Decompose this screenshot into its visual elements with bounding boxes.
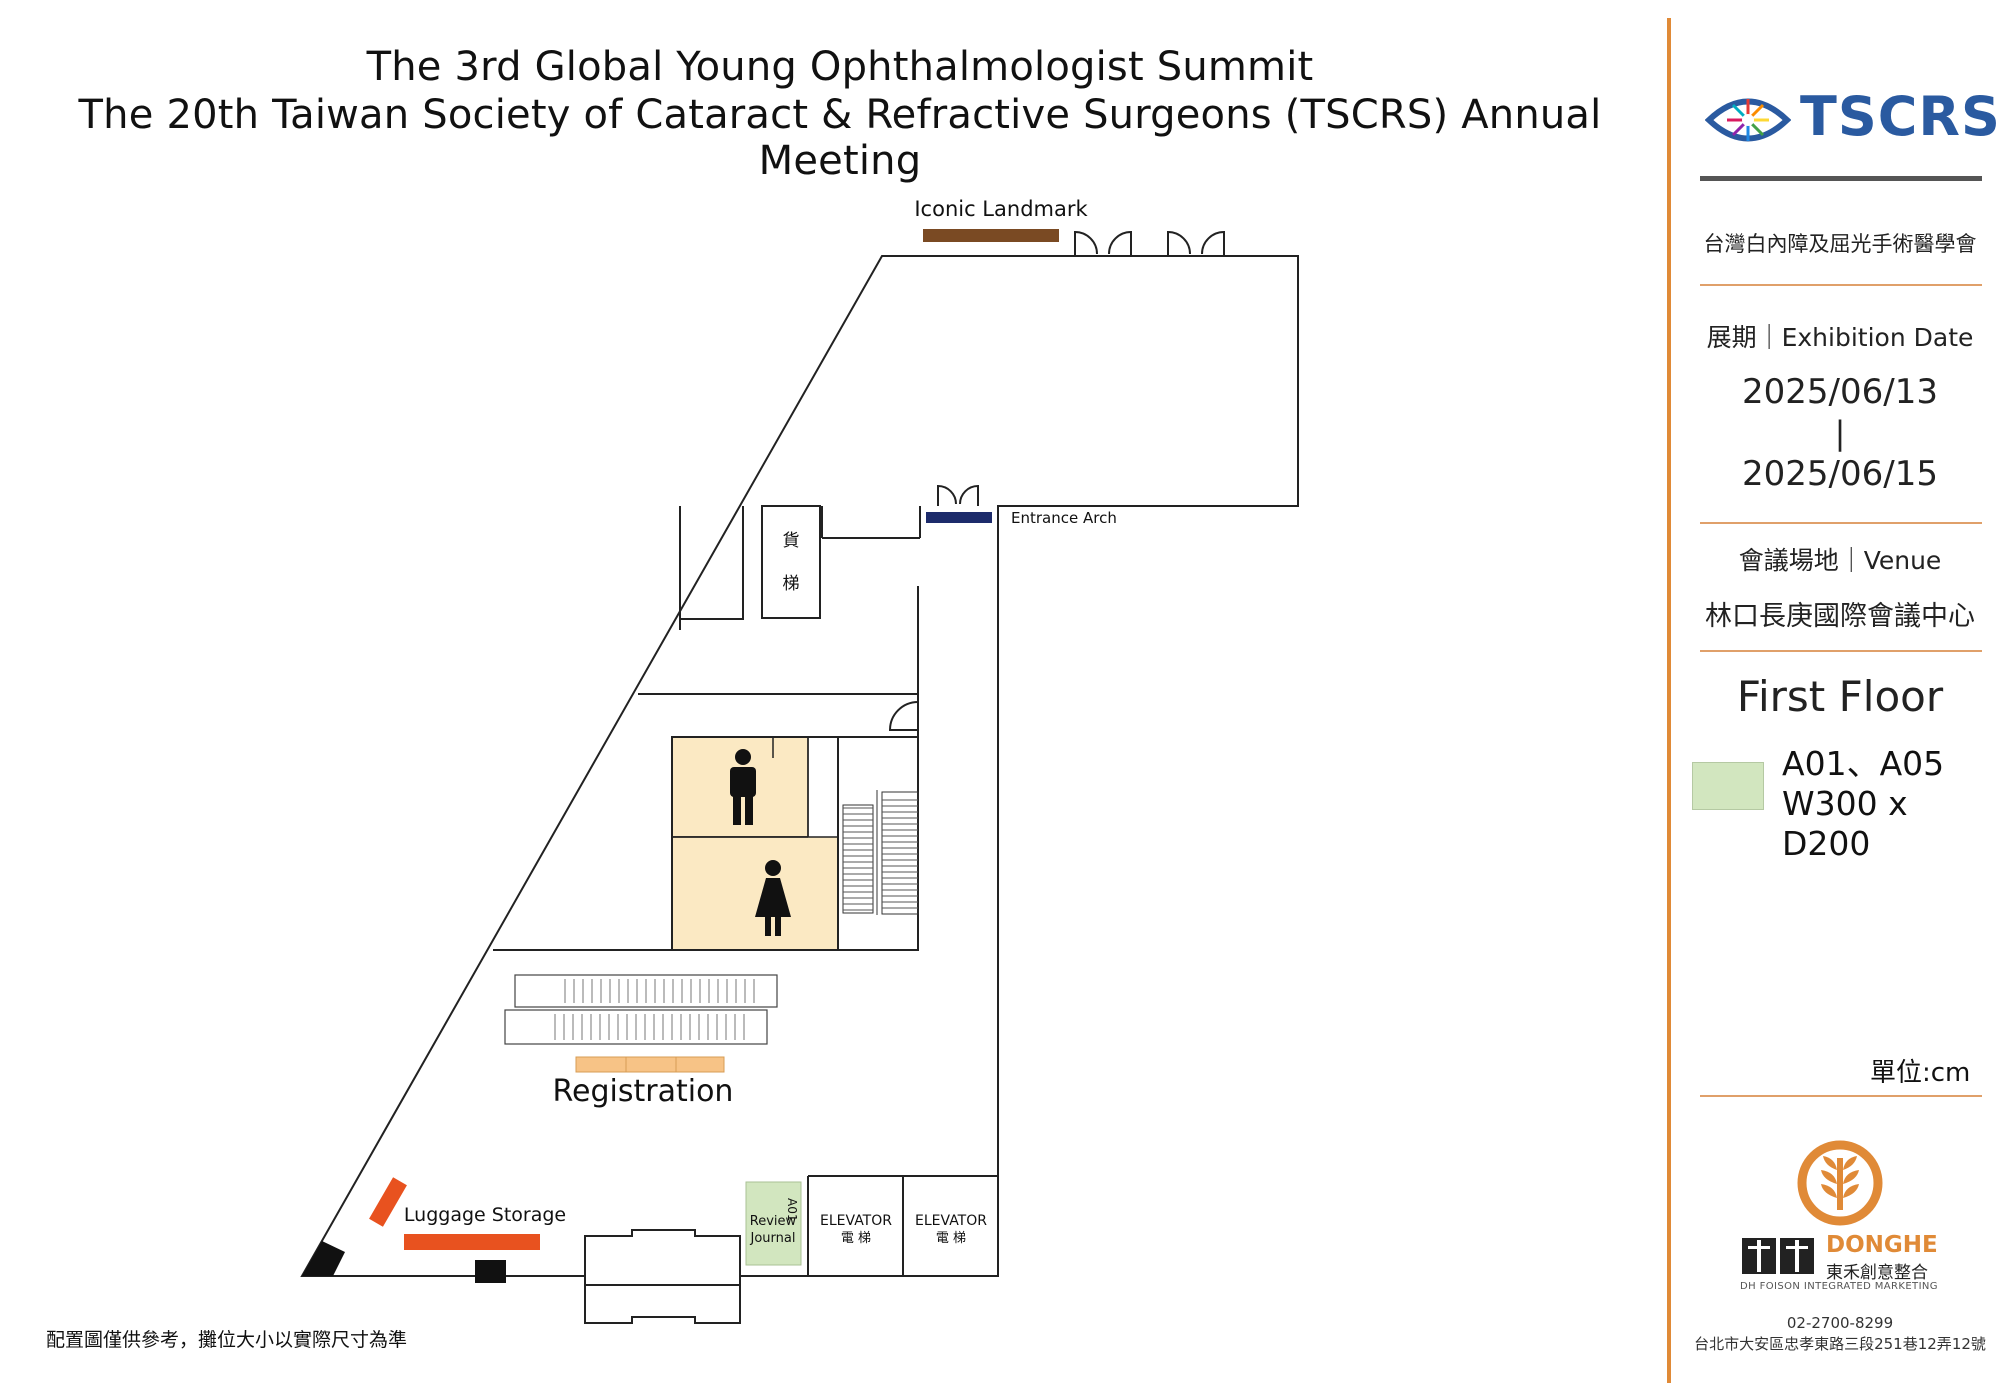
booth-a01-name-1: Review (750, 1214, 797, 1229)
org-name: 台灣白內障及屈光手術醫學會 (1703, 232, 1977, 256)
divider-1 (1700, 284, 1982, 286)
company-name: DONGHE (1826, 1232, 1938, 1258)
black-pillar (475, 1260, 506, 1283)
bottom-annex (584, 1229, 741, 1324)
elevator-2-en: ELEVATOR (915, 1213, 987, 1229)
divider-4 (1700, 1095, 1982, 1097)
company-name-cn: 東禾創意整合 (1826, 1263, 1928, 1283)
top-door-2 (1167, 230, 1225, 256)
eye-icon (1705, 98, 1791, 142)
door-swing (888, 701, 919, 731)
legend-text: A01、A05 W300 x D200 (1782, 744, 2000, 864)
company-address: 台北市大安區忠孝東路三段251巷12弄12號 (1694, 1335, 1986, 1353)
donghe-mark-icon (1742, 1238, 1814, 1274)
restroom-block (671, 736, 839, 951)
woman-icon (755, 860, 791, 936)
man-icon (730, 749, 756, 825)
legend-booth-swatch (1692, 762, 1764, 810)
date-end: 2025/06/15 (1742, 454, 1938, 494)
booth-a01-name-2: Journal (750, 1231, 796, 1246)
corridor-escalator (842, 790, 919, 915)
floor-label: First Floor (1736, 672, 1944, 721)
legend-size: W300 x D200 (1782, 784, 1908, 863)
wheat-icon (1797, 1140, 1883, 1226)
divider-2 (1700, 522, 1982, 524)
company-phone: 02-2700-8299 (1786, 1314, 1894, 1332)
luggage-storage-label: Luggage Storage (404, 1204, 566, 1226)
meeting-title: The 20th Taiwan Society of Cataract & Re… (78, 92, 1602, 184)
registration-label: Registration (553, 1074, 734, 1109)
tscrs-logo: TSCRS (1705, 85, 2000, 155)
tscrs-logo-text: TSCRS (1800, 85, 2000, 148)
sidebar-divider (1667, 18, 1671, 1383)
entrance-door (937, 484, 979, 506)
booth-a01-id: A01 (785, 1198, 799, 1221)
disclaimer: 配置圖僅供參考，攤位大小以實際尺寸為準 (46, 1329, 408, 1351)
entrance-arch-bar (926, 512, 992, 523)
divider-3 (1700, 650, 1982, 652)
restroom-women (671, 836, 839, 951)
luggage-rack (404, 1234, 540, 1250)
exhibition-date-label: 展期｜Exhibition Date (1706, 323, 1974, 352)
company-subtitle: DH FOISON INTEGRATED MARKETING (1740, 1281, 1938, 1292)
iconic-landmark-label: Iconic Landmark (914, 197, 1088, 221)
logo-divider (1700, 176, 1982, 181)
freight-elevator-char-1: 貨 (783, 531, 800, 551)
venue-label: 會議場地｜Venue (1738, 546, 1942, 575)
unit-label: 單位:cm (1870, 1058, 1971, 1088)
corner-pillar (302, 1241, 345, 1276)
top-door-1 (1074, 230, 1132, 256)
legend-booths: A01、A05 (1782, 744, 1945, 783)
iconic-landmark-bar (923, 229, 1059, 242)
date-separator: | (1834, 414, 1846, 452)
registration-desk (575, 1056, 725, 1073)
registration-escalators (504, 974, 778, 1045)
summit-title: The 3rd Global Young Ophthalmologist Sum… (366, 44, 1314, 90)
freight-elevator-char-2: 梯 (783, 574, 800, 594)
luggage-rack-diagonal (369, 1177, 407, 1227)
donghe-logo: DONGHE 東禾創意整合 DH FOISON INTEGRATED MARKE… (1690, 1140, 2000, 1320)
freight-elevator (761, 505, 821, 619)
elevator-1-en: ELEVATOR (820, 1213, 892, 1229)
elevator-2-cn: 電 梯 (936, 1231, 966, 1246)
date-start: 2025/06/13 (1742, 372, 1938, 412)
venue-name: 林口長庚國際會議中心 (1705, 601, 1975, 632)
entrance-arch-label: Entrance Arch (1011, 509, 1117, 527)
booth-a01[interactable] (745, 1181, 802, 1266)
elevator-1-cn: 電 梯 (841, 1231, 871, 1246)
floor-plan: Registration Iconic Landmark Entrance Ar… (300, 197, 1299, 1324)
